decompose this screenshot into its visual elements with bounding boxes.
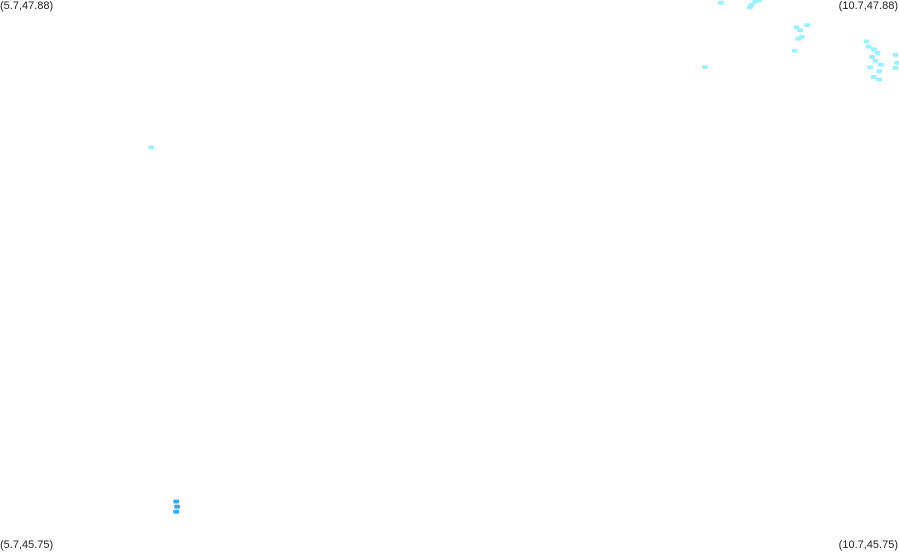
map-patch-18 [867,65,874,70]
map-patch-23 [894,60,899,65]
map-patch-27 [173,499,180,504]
map-patch-5 [804,23,811,28]
map-patch-13 [870,47,877,52]
map-patch-12 [865,44,872,49]
map-patch-15 [869,55,875,59]
map-patch-2 [748,2,755,7]
corner-label-top-left: (5.7,47.88) [0,0,54,12]
map-patch-4 [755,0,762,3]
map-patch-14 [874,50,881,55]
map-patch-10 [791,48,798,53]
map-patch-22 [892,52,899,57]
map-patch-11 [863,39,870,44]
map-patch-0 [718,0,724,5]
map-patch-20 [870,75,877,79]
map-patch-29 [173,509,180,514]
map-patch-25 [701,65,708,70]
map-patch-26 [148,145,154,150]
map-patch-17 [878,62,884,67]
map-patch-7 [797,28,804,33]
map-patch-21 [876,77,883,82]
map-patch-layer [148,0,899,514]
map-patch-16 [872,58,879,63]
corner-label-top-right: (10.7,47.88) [838,0,898,12]
corner-label-bottom-right: (10.7,45.75) [838,539,898,551]
map-patch-28 [174,504,181,509]
map-patch-6 [793,25,800,30]
map-patch-19 [876,69,883,74]
corner-label-bottom-left: (5.7,45.75) [0,539,54,551]
map-patch-24 [892,65,899,70]
map-patch-9 [795,36,802,41]
